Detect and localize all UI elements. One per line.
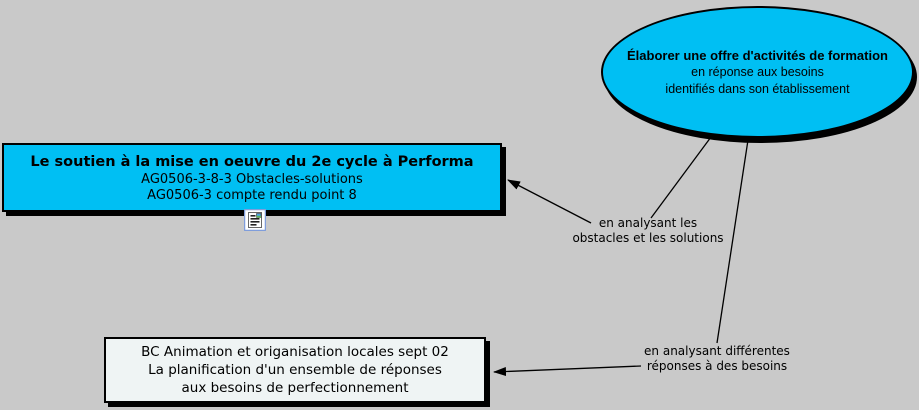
concept-node-formation-offer-line2: en réponse aux besoins (691, 64, 824, 79)
concept-node-soutien-line3: AG0506-3 compte rendu point 8 (147, 187, 357, 203)
linking-phrase-2-line2: réponses à des besoins (646, 359, 788, 373)
linking-phrase-2-line1: en analysant différentes (644, 344, 790, 358)
connector-label2-to-bottom-node-arrow (493, 365, 642, 377)
concept-node-bc-line1: BC Animation et origanisation locales se… (141, 344, 449, 360)
linking-phrase-1-line2: obstacles et les solutions (572, 231, 724, 245)
connector-ellipse-to-label1 (650, 136, 712, 219)
concept-node-bc-line3: aux besoins de perfectionnement (181, 380, 409, 396)
concept-node-soutien-title: Le soutien à la mise en oeuvre du 2e cyc… (30, 153, 474, 170)
concept-node-bc-line2: La planification d'un ensemble de répons… (148, 362, 442, 378)
document-resource-icon[interactable] (244, 209, 266, 231)
linking-phrase-reponses-besoins[interactable]: en analysant différentes réponses à des … (637, 344, 797, 374)
concept-node-bc-animation[interactable]: BC Animation et origanisation locales se… (104, 337, 486, 403)
concept-node-formation-offer-line3: identifiés dans son établissement (665, 81, 850, 96)
concept-node-soutien-performa[interactable]: Le soutien à la mise en oeuvre du 2e cyc… (2, 143, 502, 212)
concept-node-formation-offer-title: Élaborer une offre d'activités de format… (627, 47, 888, 63)
concept-node-formation-offer[interactable]: Élaborer une offre d'activités de format… (601, 6, 914, 138)
linking-phrase-obstacles-solutions[interactable]: en analysant les obstacles et les soluti… (564, 216, 732, 246)
linking-phrase-1-line1: en analysant les (598, 216, 698, 230)
concept-node-soutien-line2: AG0506-3-8-3 Obstacles-solutions (141, 171, 363, 187)
